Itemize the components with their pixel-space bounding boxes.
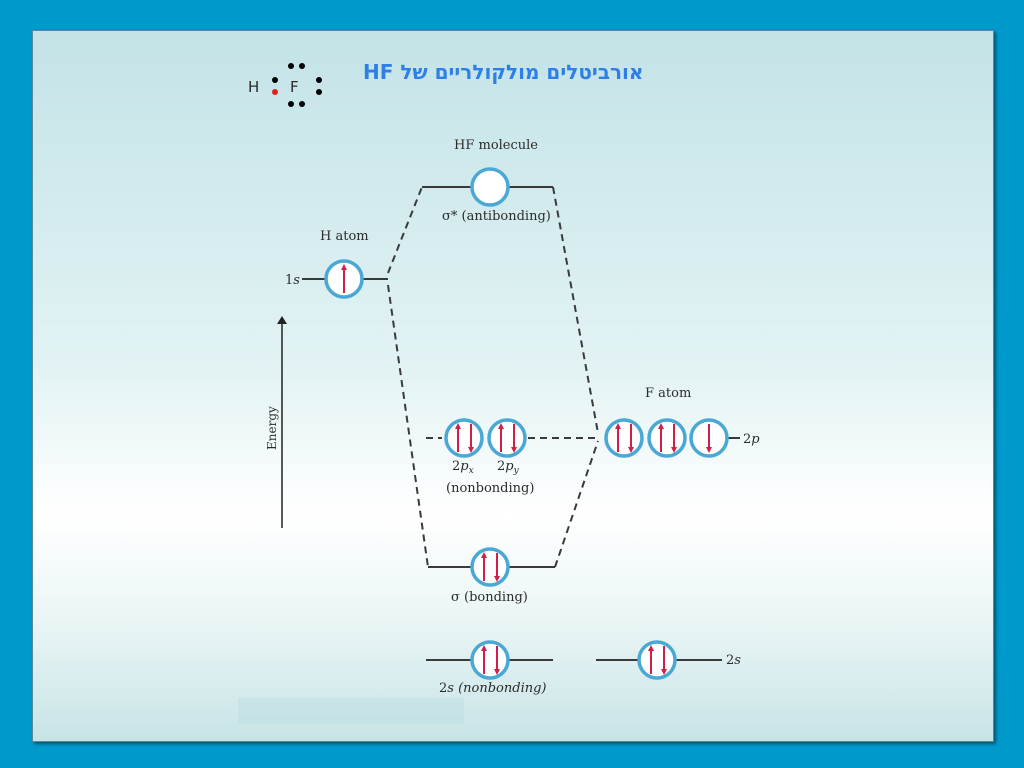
lewis-electron xyxy=(299,63,305,69)
orbital-labels: σ* (antibonding) σ (bonding) 1s 2px 2py … xyxy=(285,209,760,696)
lewis-electron xyxy=(316,77,322,83)
faded-footer-box xyxy=(238,698,464,724)
hf-molecule-header: HF molecule xyxy=(454,138,538,153)
px-idx: x xyxy=(469,466,474,476)
lewis-electron xyxy=(299,101,305,107)
h-1s-sub: s xyxy=(293,273,300,288)
px-sub: p xyxy=(460,459,469,474)
orbital-circle xyxy=(487,418,527,458)
slide-title: אורביטלים מולקולריים של HF xyxy=(363,60,644,84)
orbital-2px xyxy=(444,418,484,458)
orbital-f-2s xyxy=(637,640,677,680)
lewis-f-symbol: F xyxy=(290,78,299,96)
energy-axis: Energy xyxy=(265,316,287,528)
orbital-h-1s xyxy=(324,259,364,299)
orbitals xyxy=(324,167,729,680)
orbital-circle xyxy=(470,640,510,680)
f-2s-sub: s xyxy=(734,653,741,668)
f-2p-num: 2 xyxy=(743,432,751,447)
lewis-bond-electron xyxy=(272,89,278,95)
px-label: 2px xyxy=(452,459,474,476)
px-num: 2 xyxy=(452,459,460,474)
2s-nb-rest: s (nonbonding) xyxy=(447,681,546,696)
orbital-f-2p-1 xyxy=(604,418,644,458)
f-2p-sub: p xyxy=(751,432,760,447)
2s-nonbonding-label: 2s (nonbonding) xyxy=(439,681,547,696)
lewis-structure: H F xyxy=(248,63,322,107)
orbital-f-2p-2 xyxy=(647,418,687,458)
py-sub: p xyxy=(505,459,514,474)
sigma-bonding-label: σ (bonding) xyxy=(451,590,528,605)
orbital-circle xyxy=(647,418,687,458)
lewis-electron xyxy=(288,101,294,107)
corr-line-h-sigma xyxy=(387,284,429,568)
h-atom-header: H atom xyxy=(320,229,369,244)
f-2p-label: 2p xyxy=(743,432,760,447)
corr-line-f-sigma-star xyxy=(552,186,599,434)
lewis-electron xyxy=(272,77,278,83)
f-2s-label: 2s xyxy=(726,653,741,668)
lewis-electron xyxy=(288,63,294,69)
slide-title-row: אורביטלים מולקולריים של HF xyxy=(0,60,1024,90)
orbital-2s-nonbonding xyxy=(470,640,510,680)
orbital-f-2p-3 xyxy=(689,418,729,458)
h-1s-num: 1 xyxy=(285,273,293,288)
f-atom-header: F atom xyxy=(645,386,691,401)
lewis-electron xyxy=(316,89,322,95)
energy-label: Energy xyxy=(265,406,279,450)
orbital-sigma-star xyxy=(470,167,510,207)
corr-line-f-sigma xyxy=(554,440,599,568)
orbital-circle xyxy=(444,418,484,458)
orbital-circle xyxy=(604,418,644,458)
py-label: 2py xyxy=(497,459,520,476)
slide-panel xyxy=(32,30,994,742)
sigma-star-label: σ* (antibonding) xyxy=(442,209,551,224)
py-num: 2 xyxy=(497,459,505,474)
f-2s-num: 2 xyxy=(726,653,734,668)
2s-nb-num: 2 xyxy=(439,681,447,696)
orbital-sigma xyxy=(470,547,510,587)
nonbonding-label: (nonbonding) xyxy=(446,481,534,496)
py-idx: y xyxy=(513,466,520,476)
orbital-circle xyxy=(470,547,510,587)
orbital-circle xyxy=(637,640,677,680)
orbital-circle xyxy=(470,167,510,207)
corr-line-h-sigma-star xyxy=(387,186,423,274)
h-1s-label: 1s xyxy=(285,273,300,288)
correlation-lines xyxy=(387,186,600,568)
lewis-h-symbol: H xyxy=(248,78,259,96)
orbital-2py xyxy=(487,418,527,458)
